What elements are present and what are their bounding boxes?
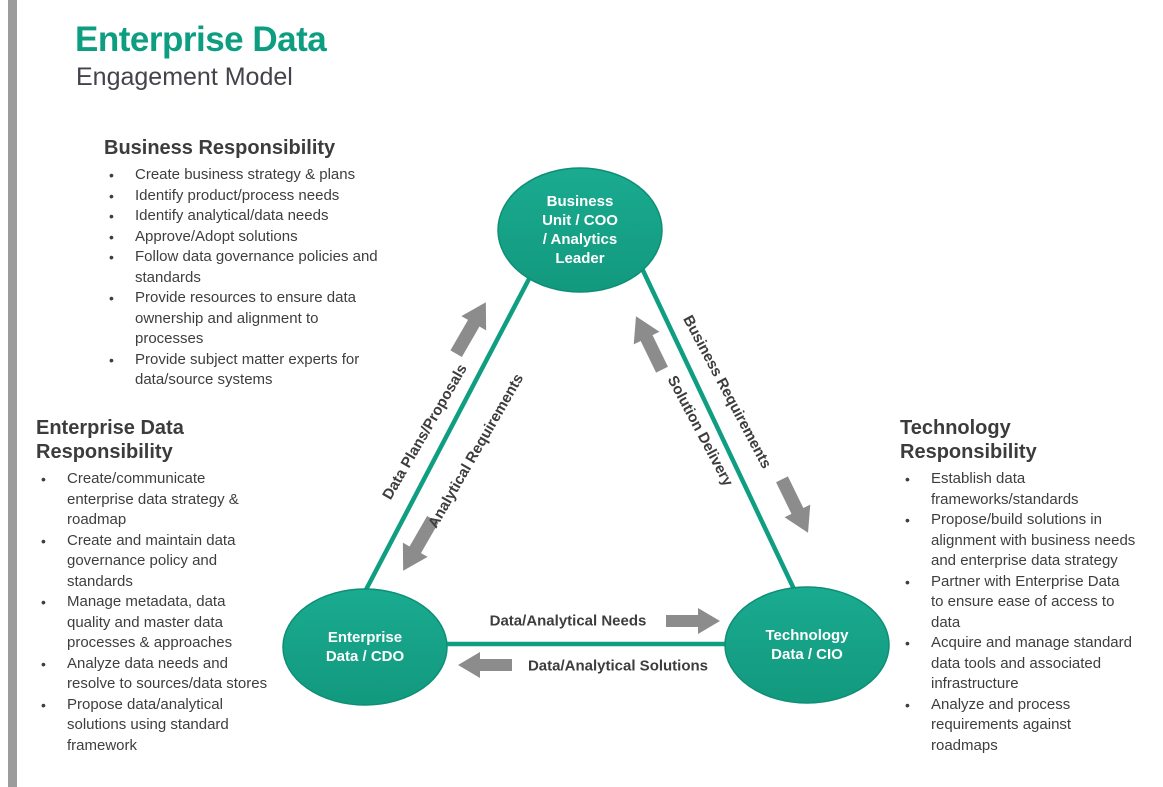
node-business-ellipse [497, 167, 663, 293]
list-item: Propose/build solutions in alignment wit… [900, 510, 1136, 572]
list-item: Create/communicate enterprise data strat… [36, 469, 270, 531]
edge-label-data-solutions: Data/Analytical Solutions [527, 657, 709, 675]
technology-responsibility-heading: Technology Responsibility [900, 417, 1037, 463]
enterprise-data-responsibility-list: Create/communicate enterprise data strat… [36, 469, 276, 756]
nodes [282, 167, 890, 706]
list-item: Identify analytical/data needs [104, 206, 389, 227]
list-item: Analyze and process requirements against… [900, 695, 1136, 757]
page-title: Enterprise Data [75, 20, 327, 59]
arrow-left-icon [458, 652, 512, 678]
technology-responsibility-list: Establish data frameworks/standards Prop… [900, 469, 1140, 756]
enterprise-data-responsibility-section: Enterprise Data Responsibility Create/co… [36, 416, 276, 756]
node-enterprise-ellipse [282, 588, 448, 706]
list-item: Create and maintain data governance poli… [36, 531, 270, 593]
page-subtitle: Engagement Model [76, 63, 293, 91]
arrow-right-icon [666, 608, 720, 634]
list-item: Propose data/analytical solutions using … [36, 695, 270, 757]
list-item: Approve/Adopt solutions [104, 227, 389, 248]
business-responsibility-list: Create business strategy & plans Identif… [104, 165, 404, 391]
list-item: Establish data frameworks/standards [900, 469, 1136, 510]
enterprise-data-responsibility-heading: Enterprise Data Responsibility [36, 417, 184, 463]
list-item: Manage metadata, data quality and master… [36, 592, 270, 654]
list-item: Follow data governance policies and stan… [104, 247, 389, 288]
technology-responsibility-section: Technology Responsibility Establish data… [900, 416, 1140, 756]
left-gray-bar [8, 0, 17, 787]
list-item: Provide resources to ensure data ownersh… [104, 288, 389, 350]
node-business-label: Business Unit / COO / Analytics Leader [542, 193, 618, 267]
business-responsibility-section: Business Responsibility Create business … [104, 136, 404, 391]
node-enterprise-label: Enterprise Data / CDO [325, 629, 405, 665]
arrow-down-icon [769, 473, 821, 539]
list-item: Identify product/process needs [104, 186, 389, 207]
business-responsibility-heading: Business Responsibility [104, 137, 336, 159]
edge-label-data-needs: Data/Analytical Needs [489, 612, 647, 630]
edge-business-technology [635, 259, 805, 607]
edge-business-enterprise [346, 256, 542, 626]
list-item: Analyze data needs and resolve to source… [36, 654, 270, 695]
list-item: Create business strategy & plans [104, 165, 389, 186]
node-technology-ellipse [724, 586, 890, 704]
node-technology-label: Technology Data / CIO [765, 627, 849, 663]
list-item: Partner with Enterprise Data to ensure e… [900, 572, 1136, 634]
list-item: Provide subject matter experts for data/… [104, 350, 389, 391]
list-item: Acquire and manage standard data tools a… [900, 633, 1136, 695]
